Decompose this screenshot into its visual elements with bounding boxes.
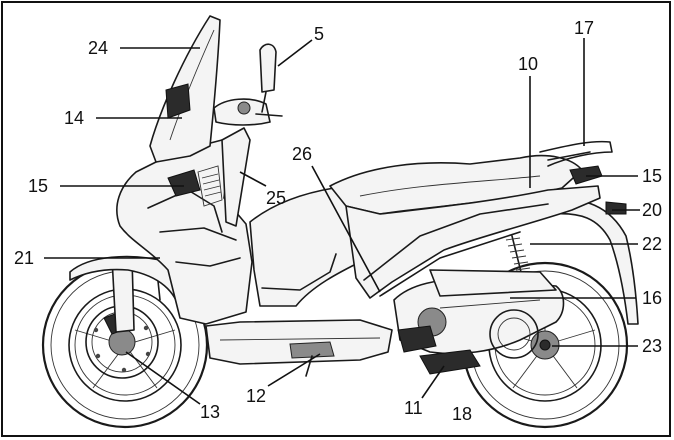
leader-11 bbox=[421, 365, 445, 399]
label-22: 22 bbox=[642, 234, 662, 254]
rear-shock bbox=[505, 235, 531, 277]
label-16: 16 bbox=[642, 288, 662, 308]
steering-column bbox=[221, 127, 251, 227]
label-5: 5 bbox=[314, 24, 324, 44]
label-12: 12 bbox=[246, 386, 266, 406]
leader-5 bbox=[277, 39, 313, 67]
front-indicator bbox=[165, 83, 191, 119]
floorboard bbox=[205, 319, 393, 365]
label-26: 26 bbox=[292, 144, 312, 164]
label-25: 25 bbox=[266, 188, 286, 208]
front-grille bbox=[197, 165, 223, 207]
label-11: 11 bbox=[404, 398, 423, 418]
label-15-front: 15 bbox=[28, 176, 48, 196]
label-17: 17 bbox=[574, 18, 594, 38]
leader-13 bbox=[125, 351, 201, 405]
leader-26 bbox=[311, 165, 381, 293]
headlight bbox=[167, 169, 201, 197]
leader-lines bbox=[44, 38, 640, 405]
label-13: 13 bbox=[200, 402, 220, 422]
rear-mudguard bbox=[547, 198, 639, 325]
leader-12 bbox=[267, 353, 321, 387]
scooter-illustration bbox=[41, 15, 639, 429]
leader-25 bbox=[239, 171, 267, 187]
label-10: 10 bbox=[518, 54, 538, 74]
label-18: 18 bbox=[452, 404, 472, 424]
rear-body-panel bbox=[345, 185, 601, 299]
side-stand bbox=[289, 341, 335, 377]
rear-rack bbox=[539, 140, 613, 167]
exhaust bbox=[419, 349, 481, 375]
label-21: 21 bbox=[14, 248, 34, 268]
rear-light-stalk bbox=[605, 201, 627, 215]
handlebar bbox=[213, 98, 283, 126]
label-24: 24 bbox=[88, 38, 108, 58]
label-14: 14 bbox=[64, 108, 84, 128]
mirror bbox=[259, 43, 277, 113]
label-20: 20 bbox=[642, 200, 662, 220]
callout-labels: 24 5 14 15 25 26 10 17 15 20 22 21 16 23… bbox=[14, 18, 662, 424]
label-15-rear: 15 bbox=[642, 166, 662, 186]
label-23: 23 bbox=[642, 336, 662, 356]
